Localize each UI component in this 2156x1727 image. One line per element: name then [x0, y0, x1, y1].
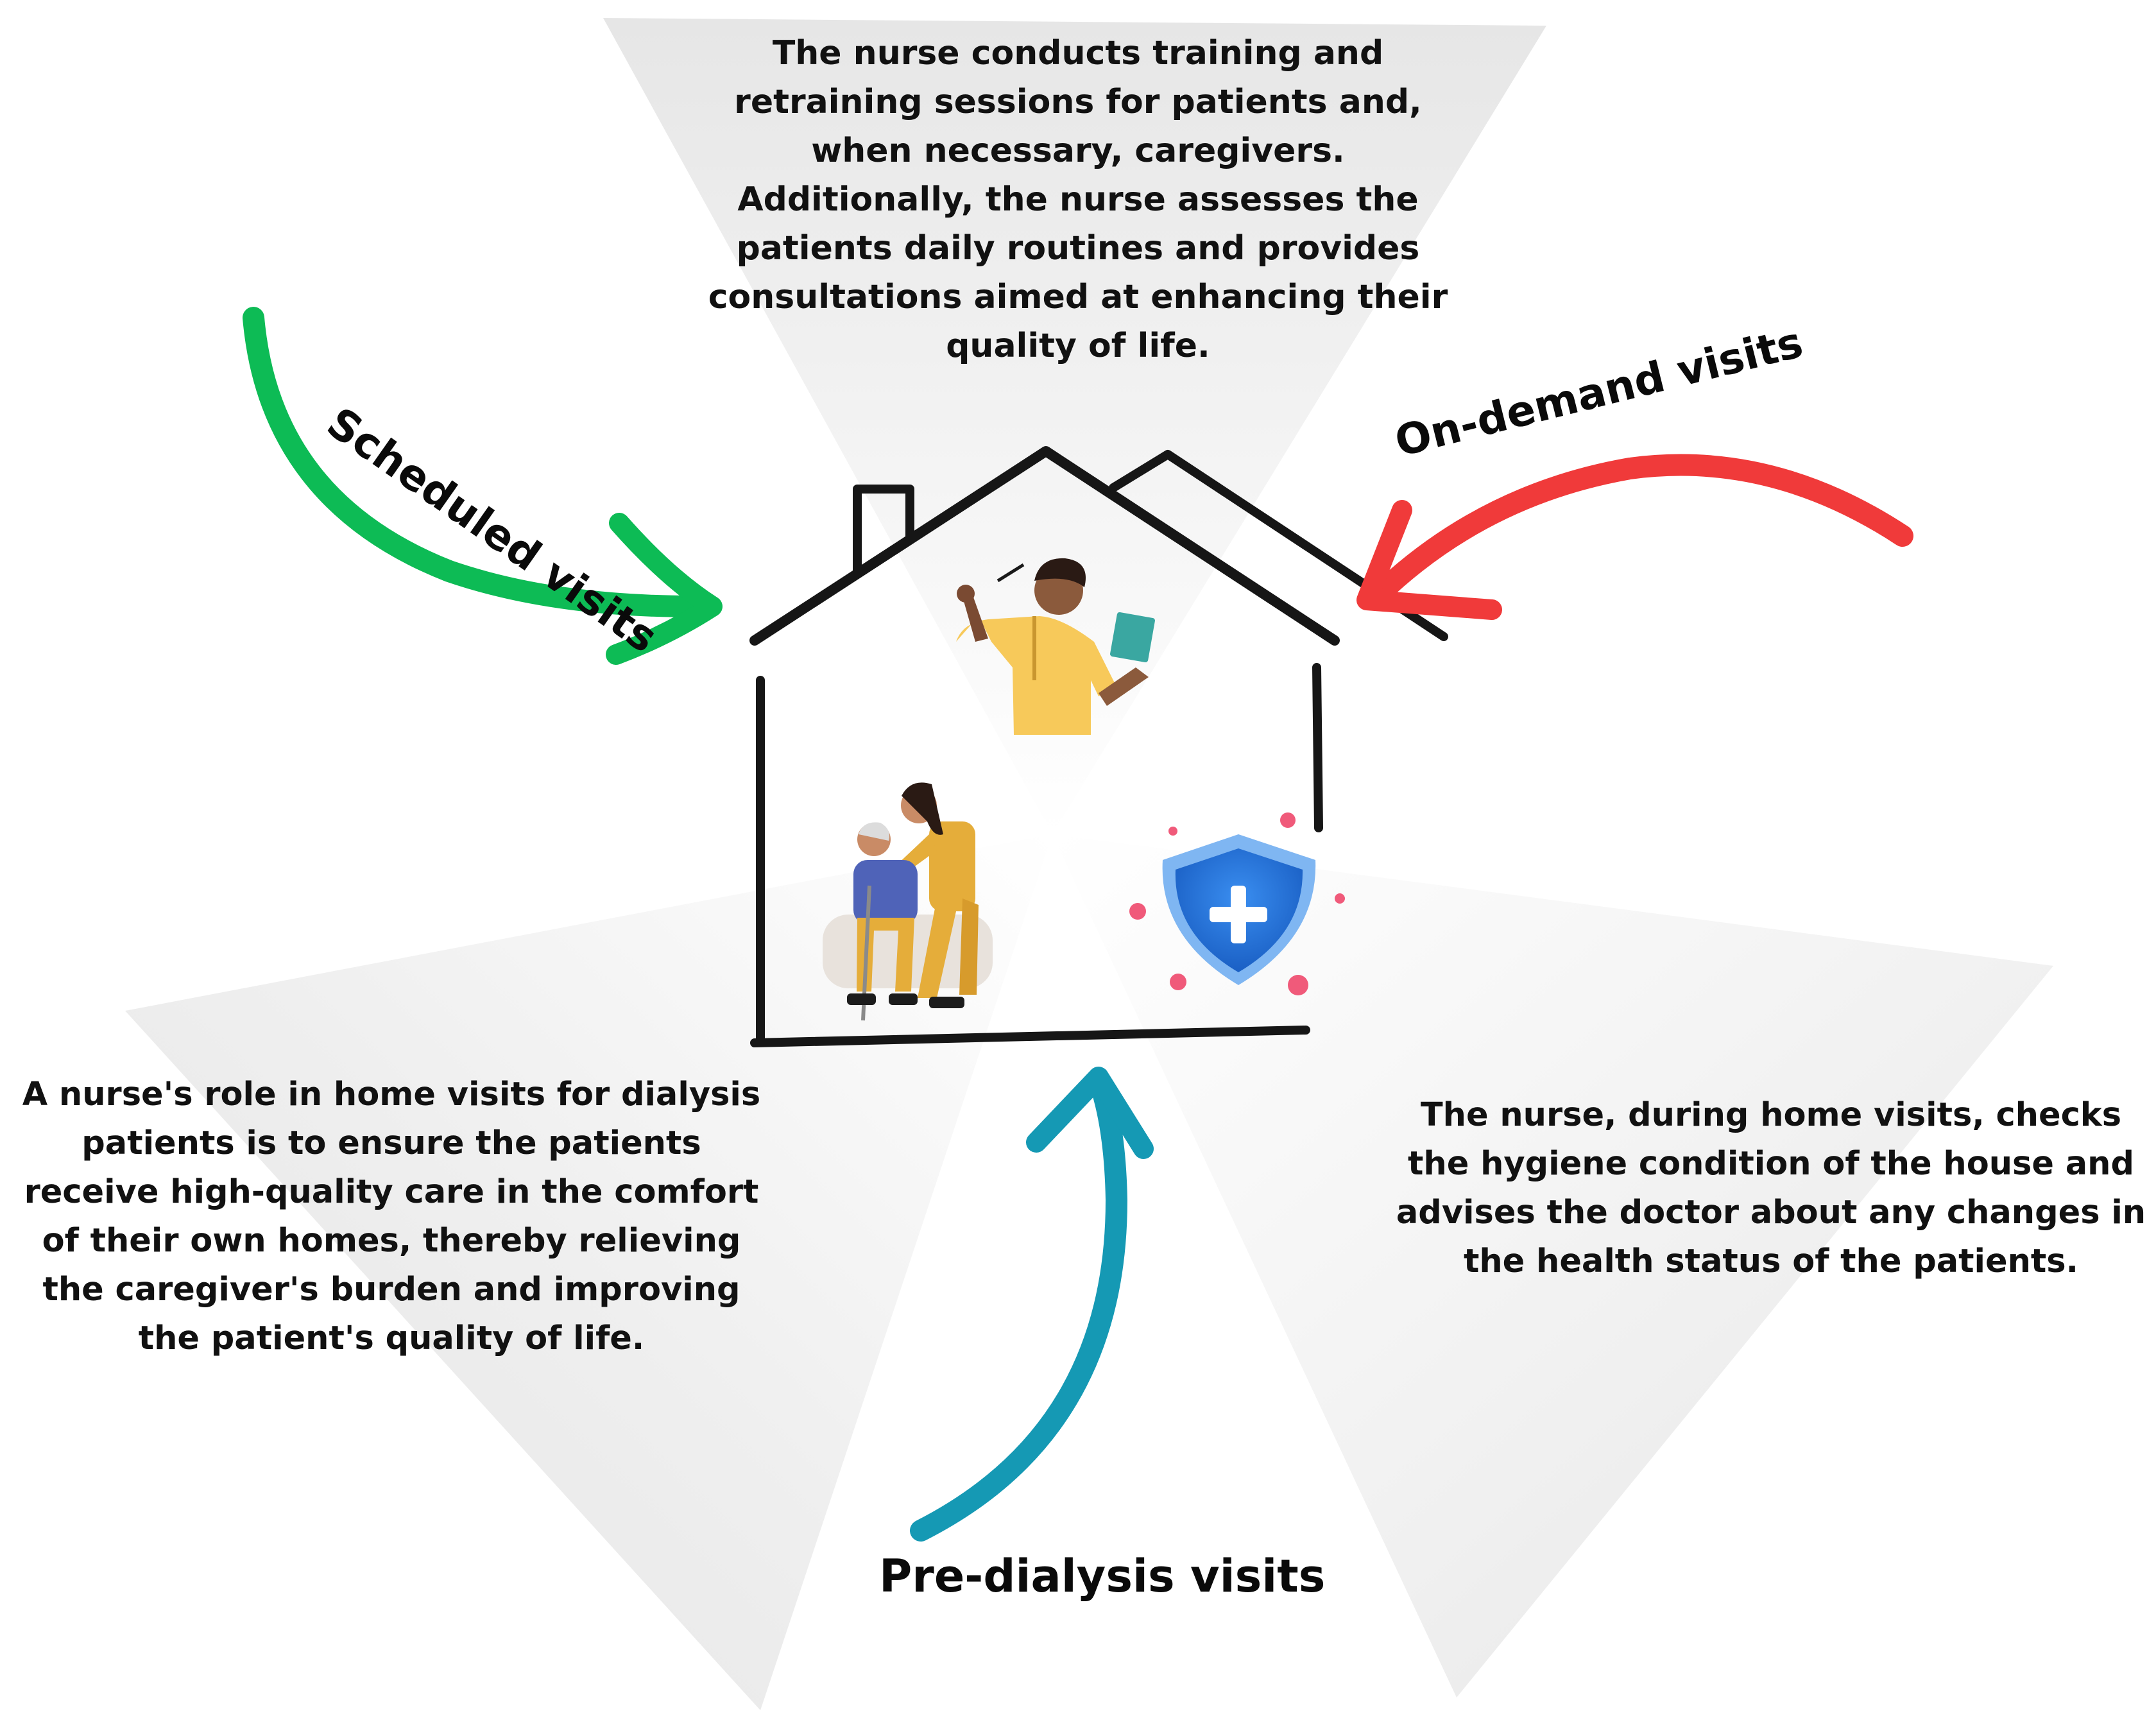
right-description: The nurse, during home visits, checks th… [1396, 1096, 2146, 1280]
pre-dialysis-visits-label: Pre-dialysis visits [879, 1550, 1326, 1602]
nurse-with-book-icon [956, 558, 1155, 735]
right-fan-panel [1052, 834, 2053, 1697]
top-fan-panel [603, 18, 1546, 834]
scheduled-arrow [243, 307, 723, 665]
house-icon [749, 446, 1448, 1047]
nurse-helping-elderly-icon [823, 782, 993, 1021]
on-demand-arrow [1356, 454, 1913, 620]
left-description: A nurse's role in home visits for dialys… [22, 1076, 761, 1357]
left-fan-panel [125, 834, 1052, 1710]
top-description: The nurse conducts training and retraini… [708, 34, 1448, 365]
medical-shield-icon [1129, 812, 1345, 995]
pre-dialysis-arrow [910, 1067, 1154, 1542]
